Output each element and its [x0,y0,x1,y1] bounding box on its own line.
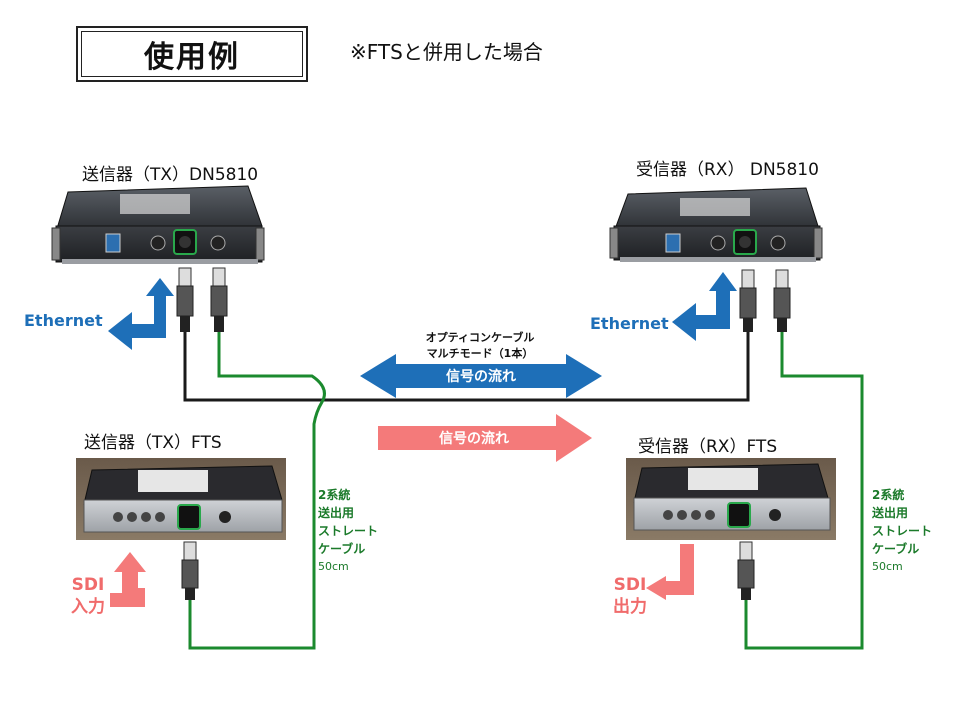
cable-left-line: ケーブル [318,542,366,556]
ethernet-arrow-right [672,272,737,341]
sdi-output-label: SDI 出力 [604,574,656,618]
green-cable-left [188,330,326,650]
cable-label-right: 2系統 送出用 ストレート ケーブル 50cm [872,486,932,576]
sdi-input-arrow [110,552,146,607]
connector-tx-green [210,267,228,332]
cable-label-left: 2系統 送出用 ストレート ケーブル 50cm [318,486,378,576]
usage-note: ※FTSと併用した場合 [350,40,543,64]
connector-fts-tx [181,541,199,600]
cable-left-line: 送出用 [318,506,355,520]
signal-flow-oneway-arrow [378,414,592,462]
cable-right-length: 50cm [872,560,903,573]
connector-fts-rx [737,541,755,600]
rx-fts-device [626,458,836,540]
page-title: 使用例 [81,31,303,77]
ethernet-label-left: Ethernet [24,311,103,330]
connector-rx-green [773,269,791,332]
cable-right-line: ストレート [872,524,933,538]
sdi-in-line: SDI [71,575,105,595]
cable-left-length: 50cm [318,560,349,573]
sdi-input-label: SDI 入力 [62,574,114,618]
cable-right-line: 2系統 [872,488,905,502]
cable-left-line: 2系統 [318,488,351,502]
green-cable-right [744,330,864,650]
ethernet-arrow-left [108,278,174,350]
tx-dn5810-label: 送信器（TX）DN5810 [82,165,259,185]
sdi-out-line: 出力 [613,597,647,617]
cable-right-line: 送出用 [872,506,909,520]
connector-rx-optical [739,269,757,332]
title-box: 使用例 [76,26,308,82]
cable-right-line: ケーブル [872,542,920,556]
signal-flow-bidirectional-label: 信号の流れ [446,369,516,385]
cable-left-line: ストレート [318,524,379,538]
optical-cable-line [183,330,750,402]
rx-fts-label: 受信器（RX）FTS [638,437,778,457]
optical-cable-type: オプティコンケーブル [425,331,535,344]
sdi-out-line: SDI [613,575,647,595]
tx-fts-label: 送信器（TX）FTS [84,433,222,453]
optical-cable-label: オプティコンケーブル マルチモード（1本） [400,330,560,362]
tx-fts-device [76,458,286,540]
sdi-output-arrow [646,544,694,600]
rx-dn5810-device [609,187,823,262]
tx-dn5810-device [51,185,265,264]
ethernet-label-right: Ethernet [590,314,669,333]
sdi-in-line: 入力 [71,597,105,617]
optical-cable-mode: マルチモード（1本） [426,347,534,360]
signal-flow-oneway-label: 信号の流れ [439,431,509,447]
signal-flow-bidirectional-arrow [360,354,602,398]
connector-tx-optical [176,267,194,332]
rx-dn5810-label: 受信器（RX） DN5810 [636,160,819,180]
